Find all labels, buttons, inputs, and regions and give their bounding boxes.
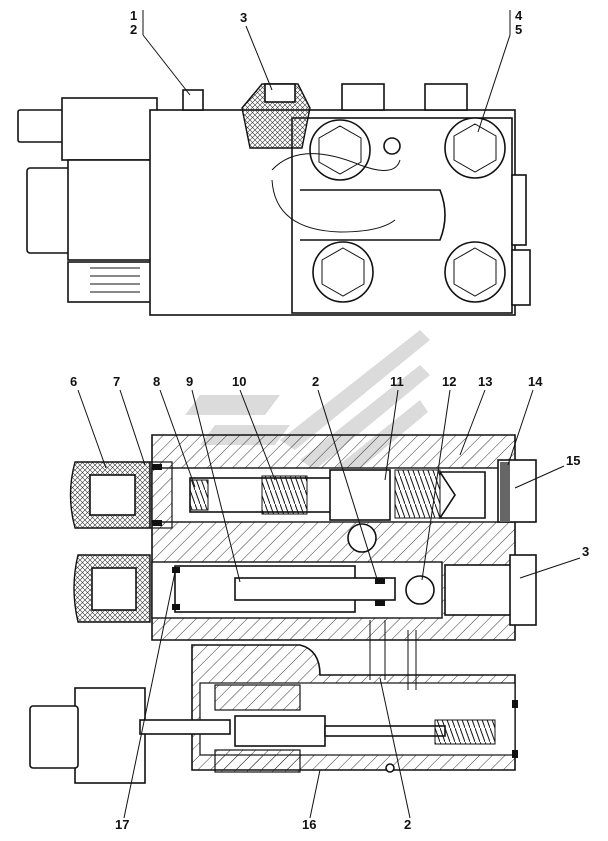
callout-13: 13 bbox=[478, 374, 492, 389]
plug-3 bbox=[444, 564, 516, 616]
hex-bolt-bottom-left bbox=[312, 241, 374, 303]
plug-fins bbox=[90, 267, 140, 293]
callout-4: 4 bbox=[515, 8, 523, 23]
lower-solenoid-coil bbox=[74, 687, 146, 784]
end-plug-top bbox=[511, 174, 527, 246]
callout-15: 15 bbox=[566, 453, 580, 468]
end-plug-bottom bbox=[511, 249, 531, 306]
central-recess bbox=[300, 189, 446, 241]
hex-bolt-top-right bbox=[444, 117, 506, 179]
callout-6: 6 bbox=[70, 374, 77, 389]
seal-ball bbox=[383, 137, 401, 155]
breather-top bbox=[264, 83, 296, 103]
seal-lower-right-1 bbox=[512, 700, 518, 708]
top-fitting-1 bbox=[182, 89, 204, 111]
nut-16-top bbox=[214, 684, 301, 711]
callout-1: 1 bbox=[130, 8, 137, 23]
callout-14: 14 bbox=[528, 374, 543, 389]
hex-bolt-top-left bbox=[309, 119, 371, 181]
callout-12: 12 bbox=[442, 374, 456, 389]
seal-14 bbox=[500, 462, 510, 522]
callout-17: 17 bbox=[115, 817, 129, 832]
top-view bbox=[17, 83, 531, 316]
callout-10: 10 bbox=[232, 374, 246, 389]
solenoid-cap bbox=[17, 109, 67, 143]
callout-16: 16 bbox=[302, 817, 316, 832]
armature bbox=[234, 715, 326, 747]
push-rod bbox=[324, 725, 446, 737]
spring-8 bbox=[189, 479, 209, 511]
callout-11: 11 bbox=[390, 374, 404, 389]
callout-8: 8 bbox=[153, 374, 160, 389]
callout-3-section: 3 bbox=[582, 544, 589, 559]
section-view bbox=[29, 434, 537, 784]
ball-12 bbox=[405, 575, 435, 605]
seal-lower-right-2 bbox=[512, 750, 518, 758]
callout-2-section: 2 bbox=[312, 374, 319, 389]
lock-wire bbox=[271, 179, 396, 233]
lower-solenoid-cap bbox=[29, 705, 79, 769]
spring-10 bbox=[261, 475, 308, 515]
return-spring bbox=[434, 719, 496, 745]
spring-13 bbox=[394, 469, 441, 519]
callout-5: 5 bbox=[515, 22, 522, 37]
plug-3-head bbox=[509, 554, 537, 626]
hex-bolt-bottom-right bbox=[444, 241, 506, 303]
top-fitting-2 bbox=[341, 83, 385, 111]
callout-2: 2 bbox=[130, 22, 137, 37]
stem-rod bbox=[234, 577, 396, 601]
o-rings bbox=[152, 464, 385, 610]
nut-7 bbox=[149, 461, 173, 529]
poppet bbox=[438, 471, 486, 519]
nut-16-bottom bbox=[214, 749, 301, 773]
pin bbox=[385, 763, 395, 773]
lower-solenoid-tube bbox=[139, 719, 231, 735]
lock-wire-2 bbox=[271, 153, 401, 171]
ball-upper bbox=[347, 523, 377, 553]
cap-6-inner bbox=[89, 474, 136, 516]
callout-2-bottom: 2 bbox=[404, 817, 411, 832]
top-callouts: 1 2 3 4 5 bbox=[130, 8, 523, 133]
solenoid-end bbox=[26, 167, 73, 254]
callout-7: 7 bbox=[113, 374, 120, 389]
solenoid-coil-upper bbox=[61, 97, 158, 161]
section-callouts: 6 7 8 9 10 2 11 12 13 14 15 3 17 16 2 bbox=[70, 374, 589, 832]
callout-3-top: 3 bbox=[240, 10, 247, 25]
piston-11 bbox=[329, 469, 391, 521]
callout-9: 9 bbox=[186, 374, 193, 389]
cap-17-inner bbox=[91, 567, 137, 611]
top-fitting-3 bbox=[424, 83, 468, 111]
